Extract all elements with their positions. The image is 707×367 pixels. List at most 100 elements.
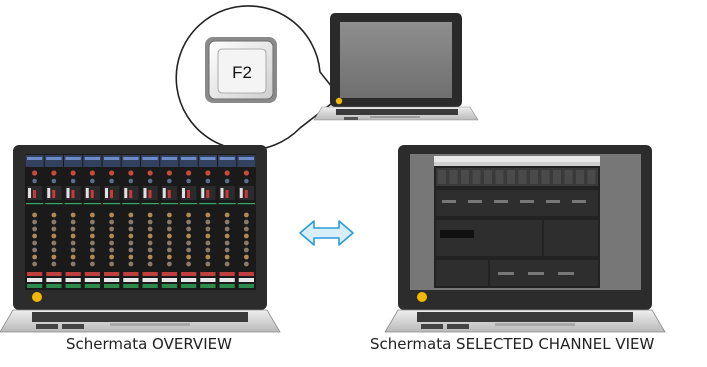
screen-detail	[45, 203, 63, 205]
knob-detail	[147, 247, 153, 253]
channel-header	[83, 155, 102, 167]
screen-detail	[65, 284, 81, 288]
screen-detail	[201, 188, 205, 198]
knob-detail	[205, 226, 211, 232]
knob-detail	[70, 254, 76, 260]
knob-detail	[205, 170, 211, 176]
power-led	[335, 97, 343, 105]
knob-detail	[166, 226, 172, 232]
screen-detail	[123, 272, 139, 276]
power-led	[417, 292, 427, 302]
screen-detail	[46, 278, 62, 282]
screen-detail	[218, 203, 236, 205]
screen-detail	[520, 200, 534, 203]
knob-detail	[224, 261, 230, 267]
knob-detail	[147, 212, 153, 218]
screen-detail	[27, 157, 43, 160]
knob-detail	[128, 178, 134, 184]
knob-detail	[205, 178, 211, 184]
knob-detail	[32, 170, 38, 176]
knob-detail	[243, 212, 249, 218]
screen-detail	[558, 272, 574, 275]
knob-detail	[32, 219, 38, 225]
knob-detail	[243, 170, 249, 176]
screen-detail	[66, 188, 70, 198]
double-arrow-icon	[299, 220, 354, 246]
screen-detail	[65, 157, 81, 160]
knob-detail	[70, 226, 76, 232]
knob-detail	[89, 170, 95, 176]
screen-detail	[572, 200, 586, 203]
knob-detail	[147, 261, 153, 267]
screen-detail	[528, 272, 544, 275]
channel-header	[218, 155, 237, 167]
screen-detail	[181, 157, 197, 160]
knob-detail	[166, 219, 172, 225]
knob-detail	[51, 261, 57, 267]
screen-detail	[449, 170, 458, 184]
knob-detail	[166, 254, 172, 260]
screen-detail	[104, 272, 120, 276]
knob-detail	[224, 226, 230, 232]
knob-detail	[243, 219, 249, 225]
knob-detail	[205, 212, 211, 218]
knob-detail	[89, 219, 95, 225]
knob-detail	[51, 254, 57, 260]
screen-detail	[187, 190, 190, 198]
screen-detail	[498, 272, 514, 275]
knob-detail	[128, 233, 134, 239]
knob-detail	[166, 240, 172, 246]
knob-detail	[51, 240, 57, 246]
screen-detail	[564, 170, 573, 184]
laptop-overview	[0, 145, 281, 333]
screen-detail	[27, 278, 43, 282]
screen-detail	[83, 203, 101, 205]
screen-detail	[220, 188, 224, 198]
screen-detail	[167, 190, 171, 198]
screen-detail	[148, 190, 152, 198]
knob-detail	[224, 254, 230, 260]
screen-detail	[84, 284, 100, 288]
knob-detail	[243, 261, 249, 267]
screen-detail	[182, 188, 185, 198]
screen-detail	[52, 190, 56, 198]
screen-detail	[200, 284, 216, 288]
screen-detail	[494, 200, 508, 203]
screen-detail	[181, 272, 197, 276]
knob-detail	[109, 233, 115, 239]
channel-header	[44, 155, 63, 167]
screen-detail	[238, 278, 254, 282]
knob-detail	[244, 178, 249, 184]
knob-detail	[243, 226, 249, 232]
screen-detail	[495, 170, 504, 184]
knob-detail	[205, 261, 211, 267]
caption-selected-channel: Schermata SELECTED CHANNEL VIEW	[370, 335, 655, 353]
screen-detail	[142, 284, 158, 288]
screen-detail	[160, 203, 178, 205]
screen-detail	[103, 203, 121, 205]
knob-detail	[70, 219, 76, 225]
knob-detail	[70, 247, 76, 253]
screen-detail	[142, 272, 158, 276]
knob-detail	[147, 240, 153, 246]
keyboard-key-icon: F2	[205, 37, 277, 103]
knob-detail	[128, 247, 134, 253]
caption-overview: Schermata OVERVIEW	[66, 335, 232, 353]
knob-detail	[167, 178, 172, 184]
knob-detail	[70, 233, 76, 239]
knob-detail	[186, 233, 192, 239]
laptop-selected-channel	[384, 145, 666, 333]
knob-detail	[32, 240, 38, 246]
screen-detail	[123, 278, 139, 282]
screen-detail	[507, 170, 515, 184]
knob-detail	[205, 219, 211, 225]
screen-detail	[546, 200, 560, 203]
screen-detail	[587, 170, 596, 184]
screen-detail	[104, 284, 120, 288]
knob-detail	[70, 212, 76, 218]
key-label: F2	[232, 63, 252, 82]
knob-detail	[205, 240, 211, 246]
knob-detail	[224, 233, 230, 239]
screen-detail	[28, 188, 31, 198]
screen-detail	[484, 170, 492, 184]
